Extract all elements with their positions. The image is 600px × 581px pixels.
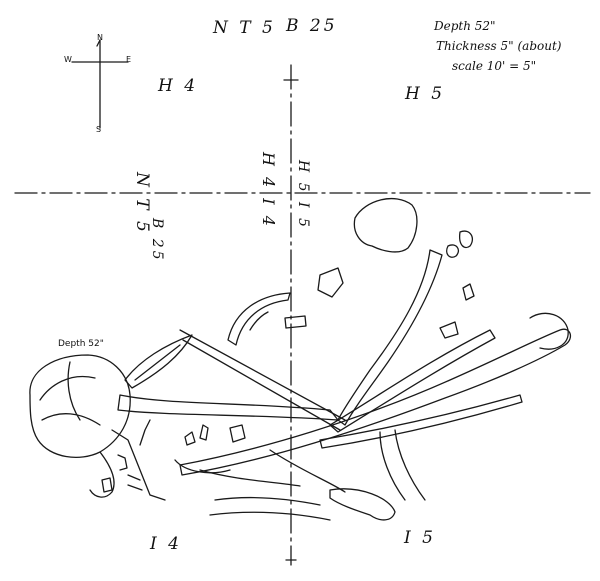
drawing-title-square: N T 5 bbox=[213, 18, 276, 38]
axis-label-h5-i5: H 5 I 5 bbox=[295, 160, 311, 230]
bone-fragment-4 bbox=[199, 424, 209, 441]
rib-fragment bbox=[227, 292, 291, 346]
square-label-i5: I 5 bbox=[404, 528, 436, 548]
scale-note: scale 10' = 5" bbox=[452, 59, 537, 73]
lower-bone-1 bbox=[329, 488, 396, 521]
projectile-point-sketch bbox=[124, 334, 193, 389]
lower-bone-4 bbox=[214, 496, 321, 506]
axis-label-nt5: N T 5 bbox=[132, 172, 152, 235]
compass-south-label: S bbox=[96, 125, 102, 134]
bone-fragment-6 bbox=[439, 321, 459, 339]
joint-head-right bbox=[529, 312, 569, 350]
skull-sketch bbox=[29, 354, 231, 501]
bone-fragment-7 bbox=[462, 283, 475, 301]
axis-label-b25: B 25 bbox=[149, 218, 165, 263]
drawing-title-burial: B 25 bbox=[286, 16, 338, 36]
compass-rose-icon bbox=[71, 39, 129, 129]
square-label-h5: H 5 bbox=[405, 84, 446, 104]
compass-west-label: W bbox=[64, 55, 72, 64]
skull-depth-label: Depth 52" bbox=[58, 339, 104, 349]
bone-shaft-diagonal bbox=[179, 329, 346, 421]
depth-note: Depth 52" bbox=[434, 19, 496, 33]
bone-fragment-5 bbox=[229, 424, 246, 443]
bone-fragment-2 bbox=[284, 315, 307, 329]
lower-bone-2 bbox=[269, 449, 346, 493]
lower-bone-5 bbox=[209, 511, 331, 521]
fibula-sketch bbox=[329, 329, 496, 433]
femur-sketch bbox=[337, 249, 443, 426]
joint-head-top bbox=[353, 197, 418, 253]
compass-north-label: N bbox=[97, 33, 103, 42]
compass-east-label: E bbox=[126, 55, 132, 64]
lower-bone-3 bbox=[199, 469, 301, 487]
square-label-h4: H 4 bbox=[158, 76, 199, 96]
thickness-note: Thickness 5" (about) bbox=[436, 39, 562, 53]
axis-label-h4-i4: H 4 I 4 bbox=[259, 152, 278, 229]
bone-fragment-3 bbox=[184, 431, 196, 446]
tibia-sketch bbox=[179, 328, 572, 476]
square-label-i4: I 4 bbox=[150, 534, 182, 554]
bone-fragment-1 bbox=[317, 267, 344, 298]
